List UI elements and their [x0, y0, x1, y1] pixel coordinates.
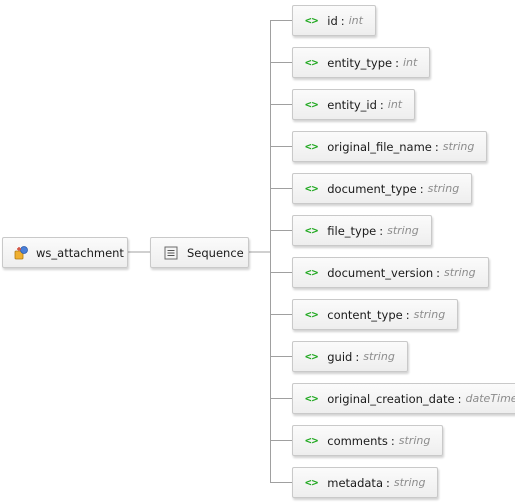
type-separator: :	[419, 181, 424, 196]
root-node-label: ws_attachment	[36, 245, 124, 260]
element-node-metadata[interactable]: <> metadata : string	[292, 467, 439, 498]
type-separator: :	[390, 433, 395, 448]
element-icon: <>	[305, 434, 319, 447]
element-name: comments	[327, 433, 388, 448]
element-name: metadata	[327, 475, 383, 490]
type-separator: :	[436, 265, 441, 280]
element-name: entity_id	[327, 97, 377, 112]
element-icon: <>	[305, 56, 319, 69]
element-node-guid[interactable]: <> guid : string	[292, 341, 408, 372]
element-name: id	[327, 13, 338, 28]
element-name: original_creation_date	[327, 391, 455, 406]
type-separator: :	[379, 97, 384, 112]
element-type: string	[444, 266, 476, 279]
element-name: file_type	[327, 223, 377, 238]
element-type: string	[398, 434, 431, 447]
type-separator: :	[395, 55, 399, 70]
element-icon: <>	[305, 476, 319, 489]
element-icon: <>	[305, 308, 319, 321]
element-node-content-type[interactable]: <> content_type : string	[292, 299, 459, 330]
element-node-document-type[interactable]: <> document_type : string	[292, 173, 473, 204]
element-icon: <>	[305, 14, 319, 27]
root-node-ws-attachment[interactable]: ws_attachment	[2, 237, 128, 268]
element-type: int	[402, 56, 418, 69]
element-icon: <>	[305, 224, 319, 237]
element-type: string	[413, 308, 446, 321]
element-type: string	[427, 182, 460, 195]
type-separator: :	[340, 13, 345, 28]
element-type: string	[387, 224, 419, 237]
element-name: entity_type	[327, 55, 393, 70]
element-icon: <>	[305, 98, 319, 111]
element-name: content_type	[327, 307, 403, 322]
type-separator: :	[405, 307, 410, 322]
sequence-icon	[164, 246, 178, 259]
element-name: document_type	[327, 181, 417, 196]
element-icon: <>	[305, 392, 319, 405]
element-type: string	[363, 350, 395, 363]
element-node-file-type[interactable]: <> file_type : string	[292, 215, 432, 246]
element-icon: <>	[305, 350, 319, 363]
type-separator: :	[386, 475, 390, 490]
element-type: int	[387, 98, 403, 111]
element-icon: <>	[305, 266, 319, 279]
element-icon: <>	[305, 182, 319, 195]
element-type: int	[348, 14, 363, 27]
type-separator: :	[434, 139, 439, 154]
element-node-document-version[interactable]: <> document_version : string	[292, 257, 489, 288]
element-node-id[interactable]: <> id : int	[292, 5, 376, 36]
element-node-entity-type[interactable]: <> entity_type : int	[292, 47, 431, 78]
element-type: dateTime	[465, 392, 515, 405]
type-separator: :	[355, 349, 360, 364]
element-type: string	[442, 140, 475, 153]
complex-type-icon	[14, 245, 28, 259]
sequence-node[interactable]: Sequence	[150, 237, 249, 268]
element-node-original-file-name[interactable]: <> original_file_name : string	[292, 131, 488, 162]
element-node-original-creation-date[interactable]: <> original_creation_date : dateTime	[292, 383, 515, 414]
element-node-comments[interactable]: <> comments : string	[292, 425, 444, 456]
type-separator: :	[379, 223, 384, 238]
element-name: original_file_name	[327, 139, 432, 154]
type-separator: :	[457, 391, 462, 406]
element-type: string	[393, 476, 426, 489]
element-name: document_version	[327, 265, 434, 280]
element-node-entity-id[interactable]: <> entity_id : int	[292, 89, 416, 120]
element-name: guid	[327, 349, 353, 364]
sequence-label: Sequence	[187, 245, 244, 260]
element-icon: <>	[305, 140, 319, 153]
